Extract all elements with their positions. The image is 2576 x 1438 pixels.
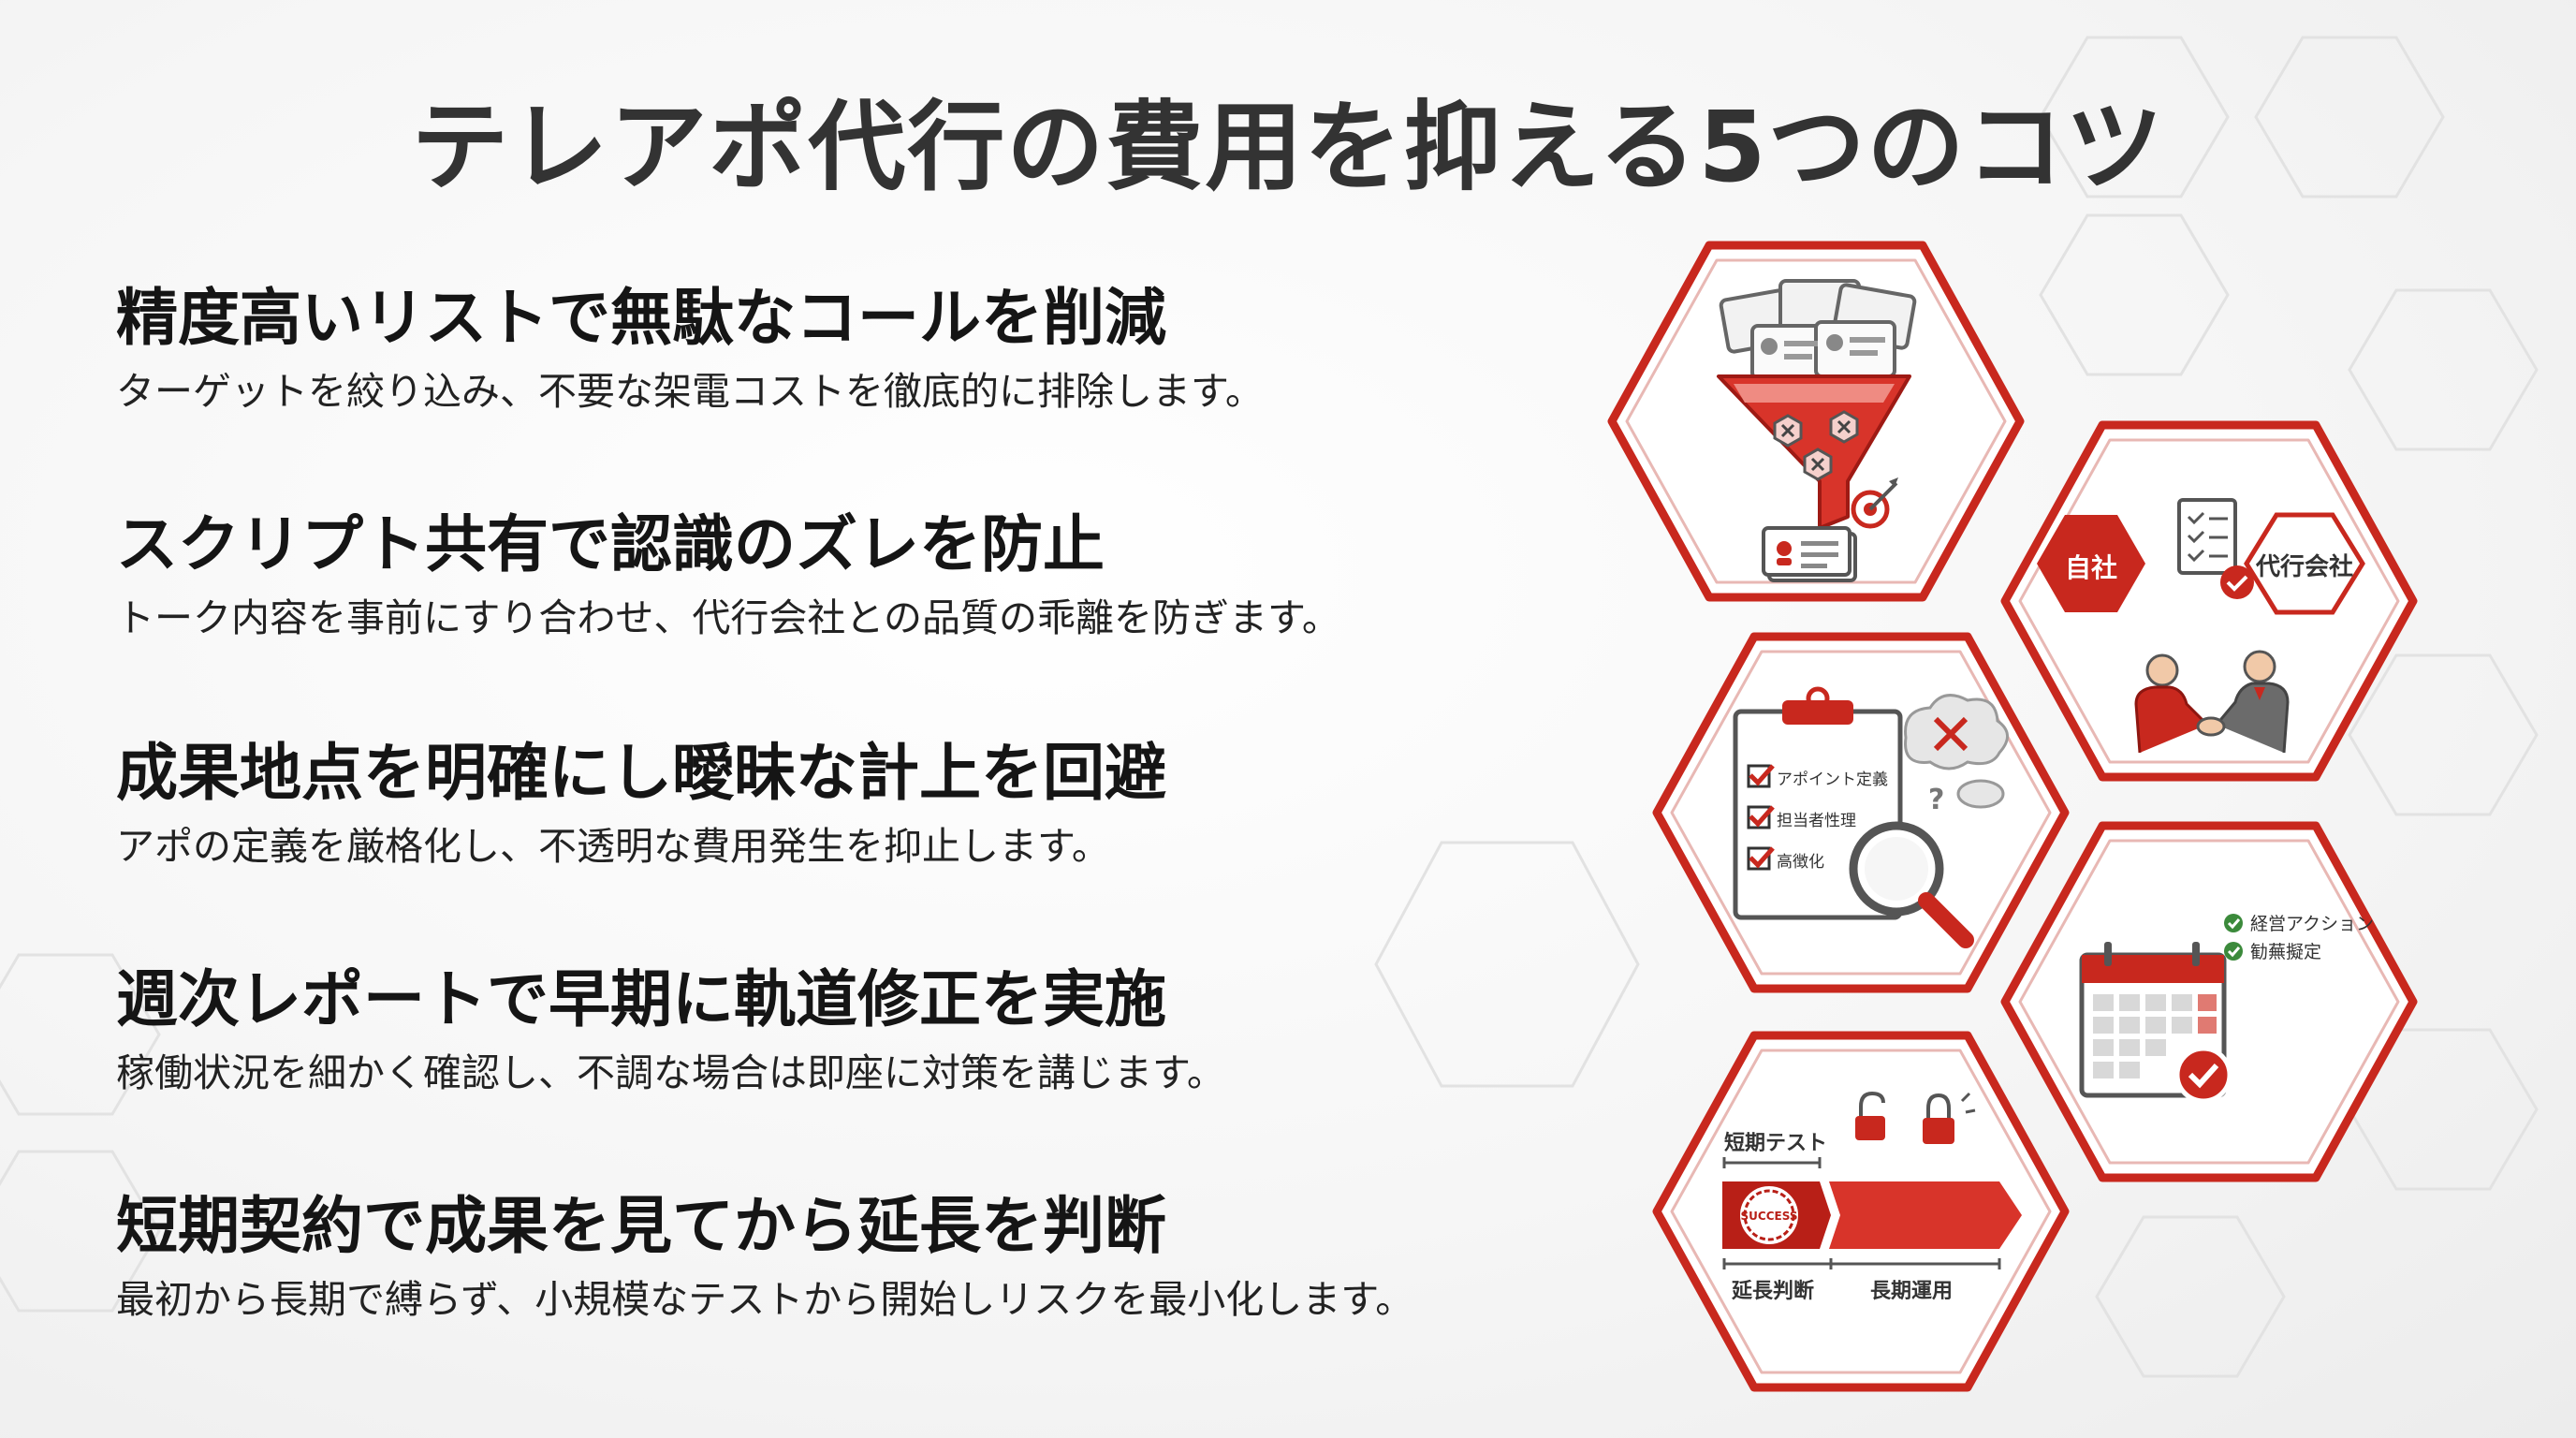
hex-short-contract-timeline: 短期テスト SUCCESS 延長判断 長期運用 [1647, 1026, 2074, 1397]
tip-heading: 精度高いリストで無駄なコールを削減 [116, 282, 1166, 354]
tip-description: アポの定義を厳格化し、不透明な費用発生を抑止します。 [116, 824, 1110, 869]
id-card-icon [1762, 526, 1857, 582]
tip-4: 週次レポートで早期に軌道修正を実施 稼働状況を細かく確認し、不調な場合は即座に対… [116, 962, 1576, 1099]
checklist-item: アポイント定義 [1777, 770, 1888, 789]
tip-description: 稼働状況を細かく確認し、不調な場合は即座に対策を講じます。 [116, 1050, 1225, 1095]
calendar-icon [2079, 942, 2232, 1104]
confusion-cloud-icon: ? [1904, 694, 2009, 816]
tip-5: 短期契約で成果を見てから延長を判断 最初から長期で縛らず、小規模なテストから開始… [116, 1189, 1576, 1326]
checklist-item: 担当者性理 [1777, 812, 1856, 830]
tip-heading: 短期契約で成果を見てから延長を判断 [116, 1190, 1166, 1262]
tip-2: スクリプト共有で認識のズレを防止 トーク内容を事前にすり合わせ、代行会社との品質… [116, 507, 1576, 644]
hex-partnership: 自社 代行会社 [1996, 416, 2422, 786]
tip-1: 精度高いリストで無駄なコールを削減 ターゲットを絞り込み、不要な架電コストを徹底… [116, 281, 1576, 418]
success-badge-text: SUCCESS [1741, 1210, 1798, 1223]
timeline-test-label: 短期テスト [1724, 1132, 1827, 1155]
tip-description: 最初から長期で縛らず、小規模なテストから開始しリスクを最小化します。 [116, 1277, 1414, 1322]
hex-list-funnel [1603, 236, 2029, 607]
tip-description: ターゲットを絞り込み、不要な架電コストを徹底的に排除します。 [116, 369, 1264, 414]
tip-heading: スクリプト共有で認識のズレを防止 [116, 508, 1105, 580]
hex-weekly-calendar: 経営アクション 勧蕪擬定 [1996, 816, 2422, 1187]
lock-icon [1923, 1092, 1976, 1144]
handshake-icon [2134, 650, 2290, 754]
checklist-item: 高徴化 [1777, 853, 1824, 872]
magnifier-icon [1849, 821, 1974, 948]
own-company-label: 自社 [2065, 552, 2117, 583]
timeline-extend-label: 延長判断 [1731, 1279, 1814, 1303]
target-icon [1851, 477, 1898, 529]
success-badge-icon: SUCCESS [1740, 1186, 1798, 1244]
calendar-check-label: 勧蕪擬定 [2250, 942, 2321, 962]
tip-heading: 成果地点を明確にし曖昧な計上を回避 [116, 737, 1166, 809]
timeline-long-label: 長期運用 [1870, 1280, 1953, 1303]
profile-cards-icon [1719, 279, 1917, 380]
document-check-icon [2177, 498, 2254, 599]
agency-label: 代行会社 [2255, 552, 2353, 581]
unlock-icon [1855, 1091, 1885, 1140]
tip-description: トーク内容を事前にすり合わせ、代行会社との品質の乖離を防ぎます。 [116, 595, 1340, 640]
hex-definition-checklist: アポイント定義 担当者性理 高徴化 ? [1647, 627, 2074, 998]
calendar-check-label: 経営アクション [2250, 914, 2374, 934]
tip-heading: 週次レポートで早期に軌道修正を実施 [116, 963, 1166, 1035]
tip-3: 成果地点を明確にし曖昧な計上を回避 アポの定義を厳格化し、不透明な費用発生を抑止… [116, 736, 1576, 873]
page-title: テレアポ代行の費用を抑える5つのコツ [411, 90, 2165, 204]
svg-text:?: ? [1928, 784, 1944, 816]
funnel-icon [1717, 374, 1911, 530]
